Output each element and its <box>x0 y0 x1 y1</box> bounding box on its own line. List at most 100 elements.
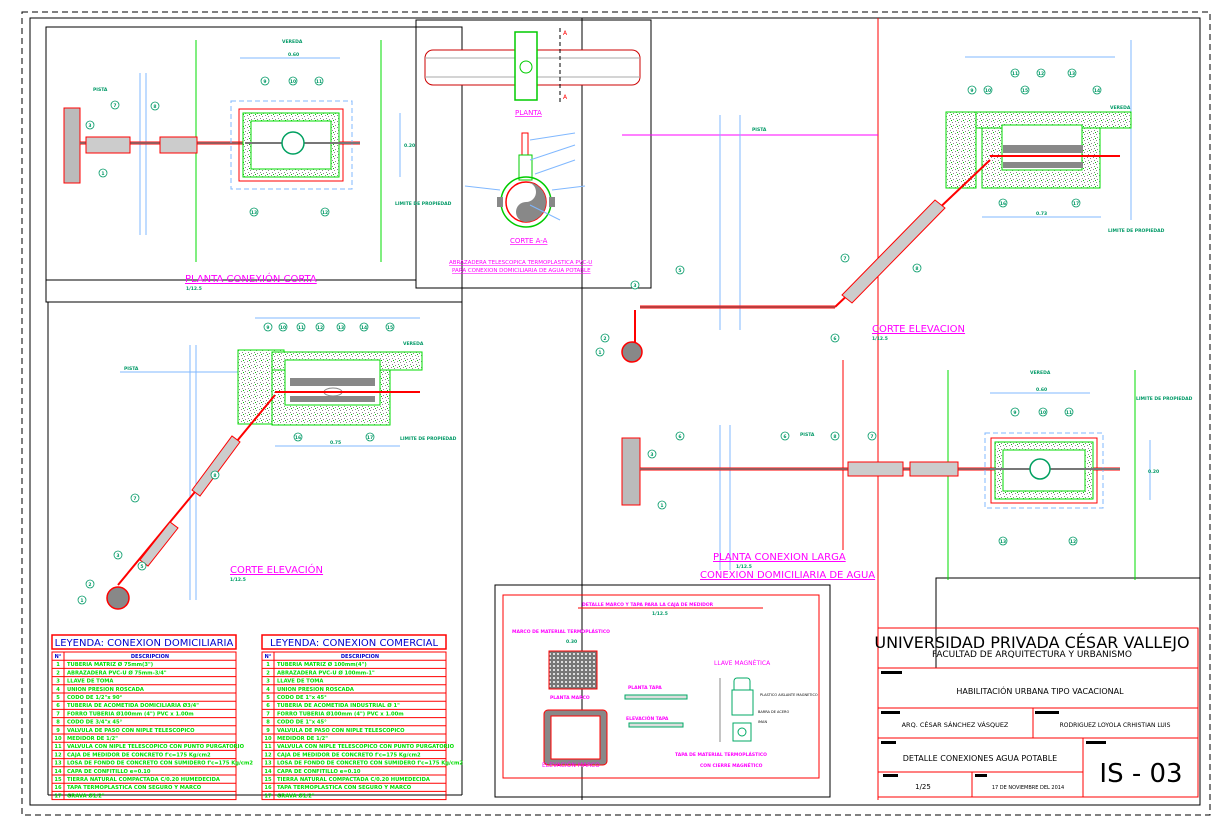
view-title: PLANTA CONEXIÓN CORTA <box>185 272 317 285</box>
pista-label: PISTA <box>124 366 139 372</box>
callout-number: 2 <box>88 582 91 588</box>
dim-label: 0.30 <box>566 639 577 645</box>
callout-marker: 16 <box>998 198 1008 208</box>
callout-number: 8 <box>153 104 156 110</box>
legend-col-desc: DESCRIPCION <box>341 654 379 660</box>
callout-marker: 12 <box>1036 68 1046 78</box>
legend-item-description: UNION PRESION ROSCADA <box>67 687 144 693</box>
legend-item-number: 13 <box>264 761 272 767</box>
section-mark: A <box>563 94 568 101</box>
pista-label: PISTA <box>800 432 815 438</box>
legend-item-description: CAPA DE CONFITILLO e=0.10 <box>67 769 151 775</box>
callout-number: 9 <box>1013 410 1016 416</box>
elevacion-tapa-label: ELEVACIÓN TAPA <box>626 715 669 722</box>
detalle-scale: 1/12.5 <box>652 611 668 617</box>
callout-number: 9 <box>263 79 266 85</box>
callout-number: 14 <box>361 325 367 331</box>
legend-item-description: LLAVE DE TOMA <box>67 679 113 685</box>
legend-item-number: 1 <box>56 662 60 668</box>
callout-marker: 2 <box>85 579 95 589</box>
view-title: CORTE ELEVACIÓN <box>230 563 323 576</box>
planta-marco-label: PLANTA MARCO <box>550 695 590 701</box>
callout-number: 16 <box>1000 201 1006 207</box>
abrazadera-subtitle: PARA CONEXION DOMICILIARIA DE AGUA POTAB… <box>452 268 591 274</box>
callout-number: 11 <box>1066 410 1072 416</box>
legend-conexion-domiciliaria: LEYENDA: CONEXION DOMICILIARIAN°DESCRIPC… <box>51 634 253 801</box>
callout-marker: 3 <box>85 120 95 130</box>
legend-item-number: 8 <box>266 720 270 726</box>
main-pipe-section <box>621 341 643 363</box>
legend-item-description: TUBERIA MATRIZ Ø 100mm(4") <box>277 661 367 668</box>
callout-marker: 9 <box>1010 407 1020 417</box>
legend-item-description: CODO DE 3/4"x 45° <box>67 720 123 726</box>
legend-item-description: TUBERIA DE ACOMETIDA DOMICILIARIA Ø3/4" <box>67 702 199 709</box>
legend-item-number: 17 <box>264 793 272 799</box>
limite-label: LIMITE DE PROPIEDAD <box>400 436 457 442</box>
legend-item-description: GRAVA Ø1/2" <box>67 792 105 799</box>
planta-label: PLANTA <box>515 109 542 117</box>
sheet-frame <box>21 11 1211 816</box>
corte-elevacion-izquierdo: PISTA VEREDA LIMITE DE PROPIEDAD 0.75 CO… <box>77 317 457 610</box>
callout-marker: 12 <box>315 322 325 332</box>
legend-item-number: 12 <box>264 752 272 758</box>
callout-number: 1 <box>80 598 83 604</box>
legend-item-number: 7 <box>56 711 60 717</box>
callout-marker: 14 <box>1092 85 1102 95</box>
legend-item-description: MEDIDOR DE 1/2" <box>277 736 328 742</box>
callout-number: 1 <box>660 503 663 509</box>
callout-marker: 7 <box>840 253 850 263</box>
legend-item-description: TUBERIA DE ACOMETIDA INDUSTRIAL Ø 1" <box>277 702 400 709</box>
callout-number: 1 <box>101 171 104 177</box>
legend-item-description: CAJA DE MEDIDOR DE CONCRETO f'c=175 Kg/c… <box>67 752 211 758</box>
callout-marker: 8 <box>210 470 220 480</box>
legend-item-description: CODO DE 1"x 45° <box>277 720 327 726</box>
abrazadera-detail: A A PLANTA CORTE A-A ABRAZADERA TELESCOP… <box>424 28 641 274</box>
callout-marker: 8 <box>150 101 160 111</box>
abrazadera-title: ABRAZADERA TELESCOPICA TERMOPLASTICA PVC… <box>449 260 592 266</box>
legend-item-description: VALVULA CON NIPLE TELESCOPICO CON PUNTO … <box>67 744 245 750</box>
legend-item-description: LLAVE DE TOMA <box>277 679 323 685</box>
callout-number: 11 <box>316 79 322 85</box>
callout-number: 10 <box>290 79 296 85</box>
dim-label: 0.20 <box>1148 469 1159 475</box>
detalle-title: DETALLE MARCO Y TAPA PARA LA CAJA DE MED… <box>582 602 714 608</box>
callout-marker: 3 <box>113 550 123 560</box>
legend-item-description: CAJA DE MEDIDOR DE CONCRETO f'c=175 Kg/c… <box>277 752 421 758</box>
legend-item-number: 13 <box>54 761 62 767</box>
project-name: HABILITACIÓN URBANA TIPO VACACIONAL <box>956 685 1124 696</box>
legend-col-n: N° <box>55 654 62 660</box>
callout-number: 2 <box>603 336 606 342</box>
callout-marker: 10 <box>983 85 993 95</box>
callout-marker: 9 <box>260 76 270 86</box>
callout-number: 6 <box>783 434 786 440</box>
legend-title: LEYENDA: CONEXION DOMICILIARIA <box>55 638 234 649</box>
legend-item-number: 5 <box>56 695 60 701</box>
callout-marker: 8 <box>830 431 840 441</box>
legend-item-number: 6 <box>266 703 270 709</box>
planta-conexion-larga: PISTA VEREDA LIMITE DE PROPIEDAD 0.60 0.… <box>621 360 1193 581</box>
legend-item-description: CODO DE 1"x 45° <box>277 695 327 701</box>
callout-marker: 10 <box>288 76 298 86</box>
legend-item-number: 9 <box>56 728 60 734</box>
legend-item-number: 10 <box>54 736 62 742</box>
callout-marker: 3 <box>647 449 657 459</box>
callout-number: 3 <box>633 283 636 289</box>
limite-label: LIMITE DE PROPIEDAD <box>1136 396 1193 402</box>
callout-marker: 7 <box>867 431 877 441</box>
legend-item-number: 11 <box>54 744 62 750</box>
callout-marker: 13 <box>998 536 1008 546</box>
legend-item-description: TUBERIA MATRIZ Ø 75mm(3") <box>67 661 153 668</box>
callout-number: 16 <box>295 435 301 441</box>
callout-number: 13 <box>251 210 257 216</box>
view-subtitle: CONEXION DOMICILIARIA DE AGUA <box>700 570 875 581</box>
legend-col-n: N° <box>265 654 272 660</box>
callout-marker: 5 <box>137 561 147 571</box>
callout-number: 8 <box>833 434 836 440</box>
sheet-date: 17 DE NOVIEMBRE DEL 2014 <box>992 785 1064 791</box>
legend-item-description: TIERRA NATURAL COMPACTADA C/0.20 HUMEDEC… <box>67 777 220 783</box>
corte-elevacion-derecho: PISTA VEREDA LIMITE DE PROPIEDAD 0.73 CO… <box>595 40 1165 363</box>
meter-icon <box>1029 458 1051 480</box>
callout-marker: 12 <box>320 207 330 217</box>
university-name: UNIVERSIDAD PRIVADA CÉSAR VALLEJO <box>874 633 1189 652</box>
callout-number: 5 <box>678 268 681 274</box>
